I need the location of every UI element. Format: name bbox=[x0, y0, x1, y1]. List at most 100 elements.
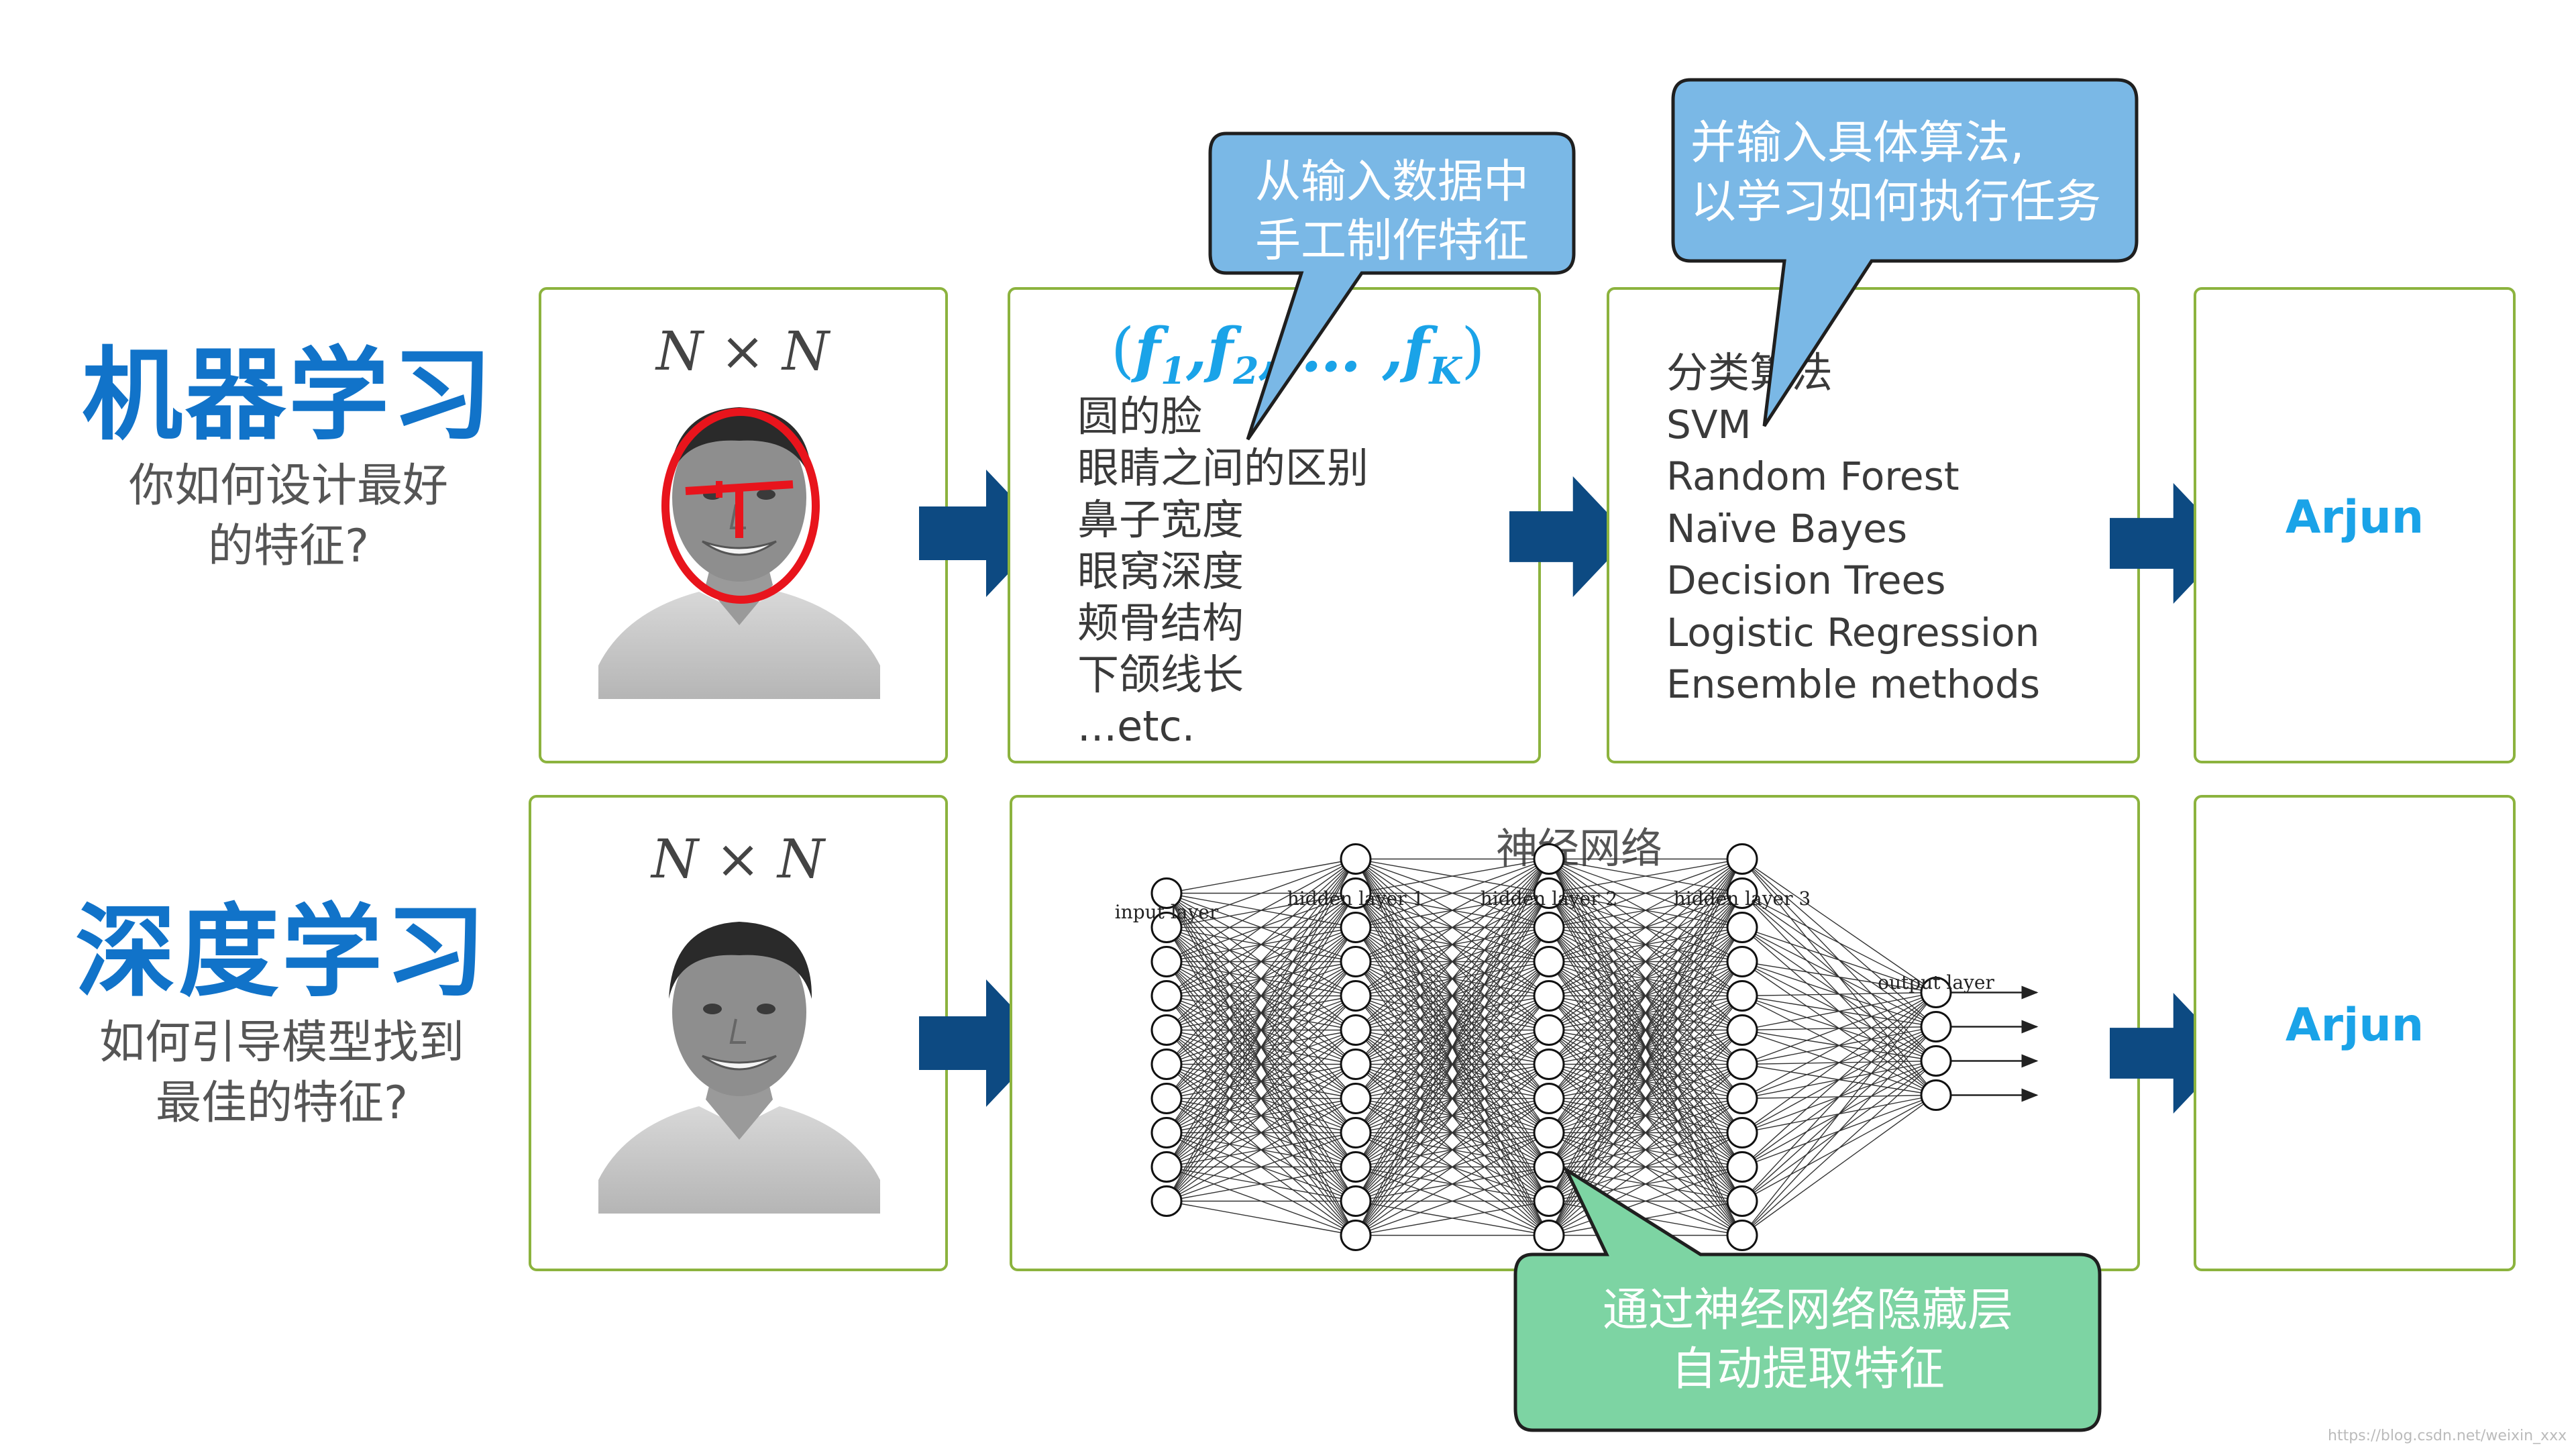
nn-connection bbox=[1355, 1132, 1550, 1236]
nn-neuron-layer-4 bbox=[1726, 1185, 1758, 1217]
feature-item: 下颌线长 bbox=[1077, 650, 1244, 699]
watermark: https://blog.csdn.net/weixin_xxx bbox=[2328, 1428, 2567, 1444]
nn-layer-label: hidden layer 3 bbox=[1674, 888, 1811, 910]
nn-neuron-layer-2 bbox=[1340, 980, 1372, 1012]
nn-connection bbox=[1166, 1097, 1356, 1202]
nn-neuron-layer-3 bbox=[1533, 1185, 1565, 1217]
nn-connection bbox=[1548, 859, 1743, 1133]
dl-subtitle-line1: 如何引导模型找到 bbox=[99, 1016, 464, 1069]
nn-connection bbox=[1355, 1030, 1550, 1236]
nn-layer-label: output layer bbox=[1878, 971, 1994, 994]
nn-connection bbox=[1166, 858, 1356, 928]
nn-neuron-layer-1 bbox=[1150, 1083, 1183, 1114]
nn-connection bbox=[1741, 858, 1937, 994]
nn-connection bbox=[1741, 991, 1937, 1099]
nn-neuron-layer-1 bbox=[1150, 1117, 1183, 1148]
feature-item: 鼻子宽度 bbox=[1077, 495, 1244, 544]
nn-neuron-layer-2 bbox=[1340, 912, 1372, 943]
nn-connection bbox=[1548, 859, 1743, 1201]
nn-connection bbox=[1548, 859, 1743, 1236]
nn-connection bbox=[1166, 1132, 1356, 1202]
nn-connection bbox=[1355, 858, 1550, 894]
algorithm-list: 分类算法 SVM Random Forest Naïve Bayes Decis… bbox=[1666, 347, 2040, 711]
hidden-layer-callout-text: 通过神经网络隐藏层 自动提取特征 bbox=[1602, 1284, 2013, 1397]
nn-connection bbox=[1166, 859, 1356, 1133]
nn-connection bbox=[1355, 1166, 1550, 1236]
nn-connection bbox=[1166, 961, 1356, 1201]
nn-connection bbox=[1741, 892, 1937, 994]
nn-neuron-layer-3 bbox=[1533, 946, 1565, 977]
nn-neuron-layer-3 bbox=[1533, 877, 1565, 909]
dl-input-box: N × N bbox=[529, 795, 948, 1271]
nn-connection bbox=[1355, 1200, 1550, 1236]
nn-connection bbox=[1741, 991, 1937, 1134]
nn-neuron-layer-2 bbox=[1340, 1083, 1372, 1114]
nn-neuron-layer-2 bbox=[1340, 1220, 1372, 1251]
nn-neuron-layer-2 bbox=[1340, 1151, 1372, 1183]
nn-connection bbox=[1548, 858, 1743, 963]
nn-connection bbox=[1166, 1166, 1356, 1202]
nn-neuron-layer-4 bbox=[1726, 980, 1758, 1012]
nn-connection bbox=[1355, 859, 1550, 1133]
nn-neuron-layer-2 bbox=[1340, 1117, 1372, 1148]
ml-row-title: 机器学习 bbox=[81, 337, 495, 454]
algorithms-callout bbox=[1671, 78, 2139, 427]
nn-connection bbox=[1166, 927, 1356, 1201]
nn-connection bbox=[1741, 991, 1937, 1065]
nn-connection bbox=[1355, 859, 1550, 1167]
nn-neuron-layer-2 bbox=[1340, 877, 1372, 909]
nn-connection bbox=[1741, 992, 1937, 1201]
ml-result-label: Arjun bbox=[2285, 491, 2424, 544]
nn-neuron-layer-3 bbox=[1533, 1083, 1565, 1114]
nn-connection bbox=[1166, 1200, 1356, 1236]
nn-connection bbox=[1548, 859, 1743, 1099]
nn-connection bbox=[1548, 1166, 1743, 1236]
nn-neuron-layer-4 bbox=[1726, 1151, 1758, 1183]
nn-connection bbox=[1355, 858, 1550, 928]
nn-connection bbox=[1355, 961, 1550, 1236]
nn-connection bbox=[1355, 927, 1550, 1236]
nn-neuron-layer-4 bbox=[1726, 1083, 1758, 1114]
nn-neuron-layer-1 bbox=[1150, 946, 1183, 977]
dl-result-box: Arjun bbox=[2194, 795, 2516, 1271]
nn-connection bbox=[1548, 859, 1743, 1167]
nn-neuron-layer-5 bbox=[1920, 1079, 1952, 1111]
nn-connection bbox=[1741, 961, 1937, 994]
nn-connection bbox=[1548, 1097, 1743, 1236]
nn-connection bbox=[1355, 1063, 1550, 1236]
ml-input-box: N × N bbox=[539, 287, 948, 763]
nn-connection bbox=[1355, 858, 1550, 963]
nn-neuron-layer-3 bbox=[1533, 1220, 1565, 1251]
nn-neuron-layer-3 bbox=[1533, 912, 1565, 943]
nn-neuron-layer-4 bbox=[1726, 912, 1758, 943]
nn-neuron-layer-4 bbox=[1726, 877, 1758, 909]
nn-neuron-layer-2 bbox=[1340, 1185, 1372, 1217]
face-outline-marker bbox=[661, 408, 820, 604]
dl-row-title: 深度学习 bbox=[74, 894, 488, 1011]
nn-connection bbox=[1548, 1063, 1743, 1236]
nn-connection bbox=[1741, 1060, 1937, 1236]
nn-neuron-layer-3 bbox=[1533, 1049, 1565, 1080]
nn-connection bbox=[1741, 991, 1937, 1168]
feature-item: 眼睛之间的区别 bbox=[1077, 443, 1369, 492]
nn-connection bbox=[1166, 859, 1356, 1099]
nn-neuron-layer-3 bbox=[1533, 843, 1565, 875]
nn-connection bbox=[1166, 858, 1356, 963]
ml-input-size-label: N × N bbox=[656, 320, 829, 382]
nn-neuron-layer-2 bbox=[1340, 1049, 1372, 1080]
feature-item: 颊骨结构 bbox=[1077, 598, 1244, 647]
nn-neuron-layer-4 bbox=[1726, 1014, 1758, 1046]
nn-neuron-layer-4 bbox=[1726, 843, 1758, 875]
nn-neuron-layer-2 bbox=[1340, 843, 1372, 875]
dl-row-subtitle: 如何引导模型找到 最佳的特征? bbox=[67, 1013, 496, 1134]
nn-connection bbox=[1355, 859, 1550, 1099]
nn-connection bbox=[1355, 859, 1550, 1065]
nn-neuron-layer-3 bbox=[1533, 980, 1565, 1012]
ml-subtitle-line1: 你如何设计最好 bbox=[128, 460, 448, 513]
nn-connection bbox=[1741, 1094, 1937, 1236]
nn-connection bbox=[1548, 858, 1743, 1031]
nn-neuron-layer-5 bbox=[1920, 1045, 1952, 1077]
nn-neuron-layer-4 bbox=[1726, 1049, 1758, 1080]
dl-input-size-label: N × N bbox=[651, 828, 824, 890]
